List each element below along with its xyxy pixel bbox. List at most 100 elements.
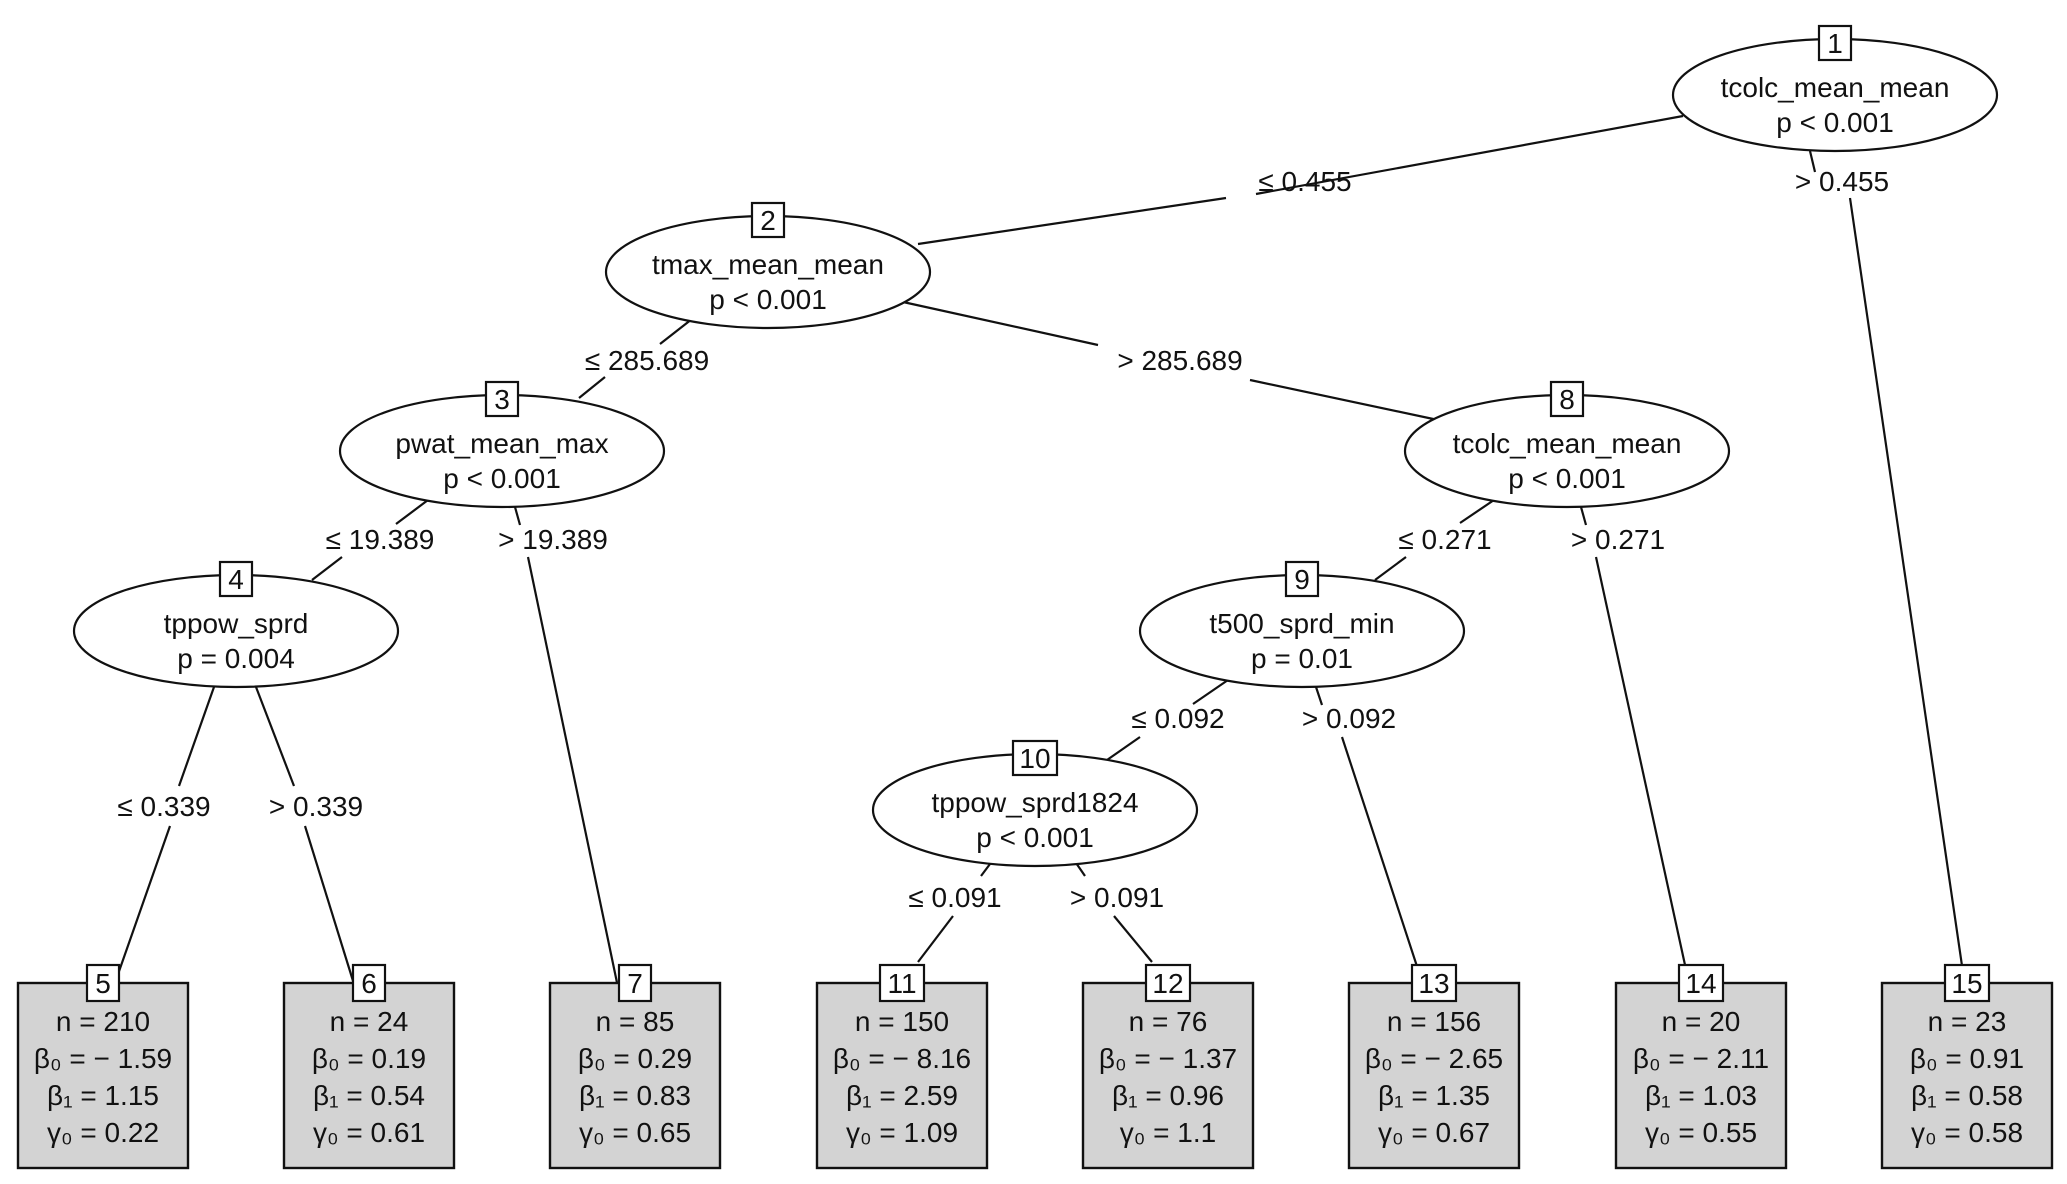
leaf-node-11: 11 n = 150 β₀ = − 8.16 β₁ = 2.59 γ₀ = 1.09 bbox=[815, 963, 989, 1170]
leaf-n: n = 20 bbox=[1662, 1006, 1741, 1037]
leaf-beta1: β₁ = 1.35 bbox=[1378, 1080, 1490, 1111]
edge-line bbox=[303, 825, 360, 998]
node-id: 11 bbox=[887, 968, 916, 999]
node-id-box bbox=[484, 380, 520, 418]
leaf-n: n = 156 bbox=[1387, 1006, 1481, 1037]
leaf-gamma0: γ₀ = 0.61 bbox=[313, 1117, 425, 1148]
leaf-gamma0: γ₀ = 0.65 bbox=[579, 1117, 691, 1148]
leaf-beta0: β₀ = − 8.16 bbox=[833, 1043, 971, 1074]
node-id-box bbox=[1677, 963, 1725, 1003]
leaf-node-7: 7 n = 85 β₀ = 0.29 β₁ = 0.83 γ₀ = 0.65 bbox=[548, 963, 722, 1170]
edge-line bbox=[1255, 114, 1684, 196]
edge-line bbox=[513, 506, 522, 526]
split-variable: tcolc_mean_mean bbox=[1453, 428, 1682, 459]
edge-labels-layer: ≤ 0.455 > 0.455 ≤ 285.689 > 285.689 ≤ 19.389… bbox=[117, 166, 1889, 913]
leaf-n: n = 210 bbox=[56, 1006, 150, 1037]
edge-line bbox=[1594, 556, 1694, 998]
node-id: 5 bbox=[95, 968, 111, 999]
p-value: p < 0.001 bbox=[976, 822, 1094, 853]
node-id: 7 bbox=[627, 968, 643, 999]
edge-line bbox=[1192, 679, 1229, 705]
edge-2-8 bbox=[902, 300, 1439, 422]
edge-line bbox=[1808, 150, 1817, 173]
edge-split-label: > 285.689 bbox=[1117, 345, 1242, 376]
split-variable: t500_sprd_min bbox=[1209, 608, 1394, 639]
edge-1-2 bbox=[917, 114, 1684, 246]
edge-4-5 bbox=[108, 686, 216, 998]
edge-line bbox=[902, 300, 1099, 347]
node-id: 3 bbox=[494, 384, 510, 415]
leaf-n: n = 150 bbox=[855, 1006, 949, 1037]
edge-split-label: ≤ 0.455 bbox=[1258, 166, 1351, 197]
leaf-box bbox=[1081, 981, 1255, 1170]
node-id: 6 bbox=[361, 968, 377, 999]
node-id-box bbox=[85, 963, 121, 1003]
edge-split-label: ≤ 0.091 bbox=[908, 882, 1001, 913]
leaf-beta1: β₁ = 2.59 bbox=[846, 1080, 958, 1111]
leaf-gamma0: γ₀ = 1.09 bbox=[846, 1117, 958, 1148]
split-variable: tppow_sprd bbox=[164, 608, 309, 639]
leaf-box bbox=[815, 981, 989, 1170]
edge-line bbox=[1113, 915, 1153, 963]
node-id-box bbox=[750, 201, 786, 239]
leaf-beta1: β₁ = 0.83 bbox=[579, 1080, 691, 1111]
leaf-beta1: β₁ = 1.15 bbox=[47, 1080, 159, 1111]
leaf-box bbox=[1347, 981, 1521, 1170]
leaf-gamma0: γ₀ = 0.67 bbox=[1378, 1117, 1490, 1148]
node-id: 9 bbox=[1294, 564, 1310, 595]
edge-3-4 bbox=[311, 499, 429, 581]
node-id-box bbox=[351, 963, 387, 1003]
leaf-beta1: β₁ = 1.03 bbox=[1645, 1080, 1757, 1111]
edge-line bbox=[1249, 378, 1439, 422]
leaf-n: n = 85 bbox=[596, 1006, 675, 1037]
edge-line bbox=[1459, 499, 1495, 524]
node-id-box bbox=[1144, 963, 1192, 1003]
edge-line bbox=[254, 686, 296, 787]
edge-split-label: > 0.455 bbox=[1795, 166, 1889, 197]
edge-split-label: ≤ 19.389 bbox=[326, 524, 435, 555]
edge-line bbox=[1374, 556, 1407, 581]
edge-line bbox=[1314, 686, 1324, 706]
edge-line bbox=[1106, 736, 1141, 761]
leaf-beta1: β₁ = 0.96 bbox=[1112, 1080, 1224, 1111]
edge-9-10 bbox=[1106, 679, 1229, 761]
edge-split-label: > 0.091 bbox=[1070, 882, 1164, 913]
edge-split-label: > 0.339 bbox=[269, 791, 363, 822]
edge-4-6 bbox=[254, 686, 360, 998]
edge-split-label: > 0.271 bbox=[1571, 524, 1665, 555]
edge-line bbox=[395, 499, 429, 525]
leaf-gamma0: γ₀ = 1.1 bbox=[1120, 1117, 1216, 1148]
leaf-beta0: β₀ = 0.29 bbox=[578, 1043, 692, 1074]
node-id-box bbox=[617, 963, 653, 1003]
node-id: 10 bbox=[1019, 743, 1050, 774]
leaf-beta1: β₁ = 0.54 bbox=[313, 1080, 425, 1111]
split-variable: tcolc_mean_mean bbox=[1721, 72, 1950, 103]
edge-8-14 bbox=[1579, 506, 1694, 998]
p-value: p < 0.001 bbox=[443, 463, 561, 494]
edge-split-label: > 19.389 bbox=[498, 524, 608, 555]
leaf-beta0: β₀ = − 1.59 bbox=[34, 1043, 172, 1074]
edge-3-7 bbox=[513, 506, 622, 998]
split-variable: tmax_mean_mean bbox=[652, 249, 884, 280]
leaf-beta0: β₀ = 0.91 bbox=[1910, 1043, 2024, 1074]
node-id: 1 bbox=[1827, 28, 1843, 59]
leaf-beta0: β₀ = − 2.11 bbox=[1633, 1043, 1769, 1074]
edge-2-3 bbox=[578, 318, 693, 399]
edge-8-9 bbox=[1374, 499, 1495, 581]
node-id: 4 bbox=[228, 564, 244, 595]
leaf-box bbox=[16, 981, 190, 1170]
edges-layer bbox=[108, 114, 1969, 1001]
edge-9-13 bbox=[1314, 686, 1429, 998]
edge-line bbox=[917, 915, 954, 963]
edge-line bbox=[311, 556, 343, 581]
edge-split-label: ≤ 285.689 bbox=[585, 345, 709, 376]
